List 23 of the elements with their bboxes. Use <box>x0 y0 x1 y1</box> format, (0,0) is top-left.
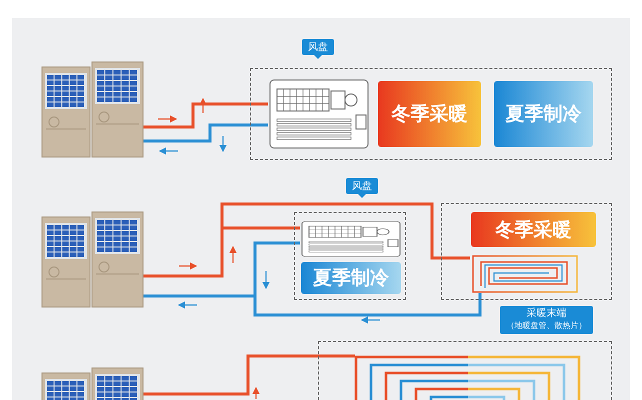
floor-heating-coil-drawing <box>356 356 580 400</box>
fan-coil-drawing <box>301 221 401 257</box>
pipe-line <box>143 293 482 316</box>
pipe-line <box>143 202 470 278</box>
callout-tag <box>500 306 593 334</box>
floor-heating-coil-drawing <box>471 254 579 294</box>
fan-coil-drawing <box>269 79 369 149</box>
callout-note: （地暖盘管、散热片） <box>506 320 586 332</box>
heat-pump-unit-drawing <box>42 212 143 307</box>
callout-title: 采暖末端 <box>526 308 566 320</box>
cooling-label-box: 夏季制冷 <box>301 262 401 294</box>
pipe-line <box>143 354 355 396</box>
dashed-group-frame <box>294 212 406 300</box>
cooling-label-box: 夏季制冷 <box>494 81 593 147</box>
heat-pump-unit-drawing <box>42 62 143 155</box>
dashed-group-frame <box>441 203 612 300</box>
pipe-line <box>143 124 268 142</box>
dashed-group-frame <box>318 341 612 400</box>
pipe-line <box>143 102 268 128</box>
heat-pump-unit-drawing <box>42 368 143 400</box>
heating-label-box: 冬季采暖 <box>471 212 596 247</box>
dashed-group-frame <box>250 68 612 160</box>
heating-label-box: 冬季采暖 <box>378 81 481 147</box>
